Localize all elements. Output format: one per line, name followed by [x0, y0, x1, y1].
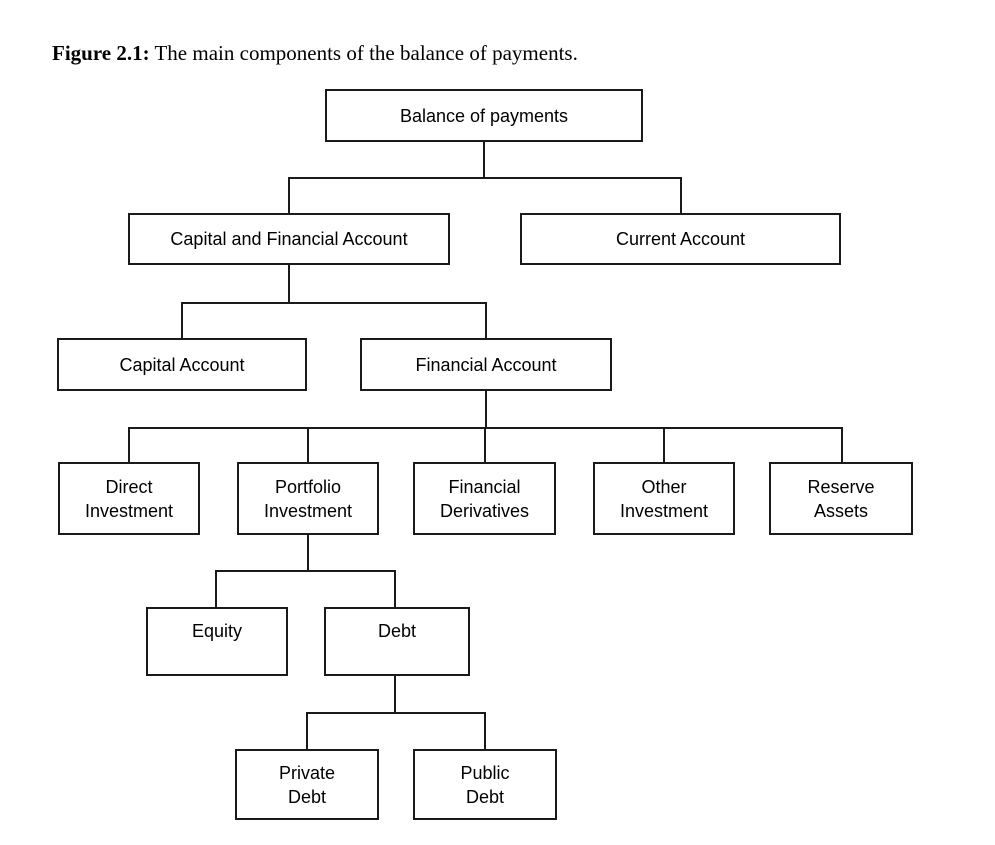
connector-line — [288, 264, 290, 304]
node-other-investment: Other Investment — [593, 462, 735, 535]
connector-line — [484, 427, 486, 463]
connector-line — [307, 534, 309, 572]
node-equity: Equity — [146, 607, 288, 676]
node-label: Capital and Financial Account — [170, 229, 408, 249]
node-label: Balance of payments — [399, 105, 569, 126]
node-label: Current Account — [615, 229, 746, 249]
node-label: Public Debt — [460, 762, 510, 807]
node-private-debt: Private Debt — [235, 749, 379, 820]
node-label: Other Investment — [619, 476, 709, 521]
node-label: Capital Account — [119, 354, 245, 375]
node-label: Equity — [191, 621, 243, 641]
node-label: Direct Investment — [84, 476, 174, 521]
connector-line — [680, 177, 682, 214]
node-financial-account: Financial Account — [360, 338, 612, 391]
connector-line — [128, 427, 130, 463]
connector-line — [394, 675, 396, 714]
node-label: Financial Derivatives — [439, 476, 530, 521]
connector-line — [663, 427, 665, 463]
connector-line — [394, 570, 396, 608]
node-current-account: Current Account — [520, 213, 841, 265]
node-direct-investment: Direct Investment — [58, 462, 200, 535]
node-capital-and-financial-account: Capital and Financial Account — [128, 213, 450, 265]
connector-line — [306, 712, 308, 750]
node-label: Portfolio Investment — [263, 476, 353, 521]
node-financial-derivatives: Financial Derivatives — [413, 462, 556, 535]
connector-line — [288, 177, 290, 214]
connector-line — [307, 427, 309, 463]
figure-caption-text: The main components of the balance of pa… — [154, 41, 578, 65]
node-reserve-assets: Reserve Assets — [769, 462, 913, 535]
connector-line — [485, 390, 487, 429]
figure-caption: Figure 2.1: The main components of the b… — [52, 41, 578, 66]
node-capital-account: Capital Account — [57, 338, 307, 391]
node-portfolio-investment: Portfolio Investment — [237, 462, 379, 535]
node-balance-of-payments: Balance of payments — [325, 89, 643, 142]
connector-line — [484, 712, 486, 750]
connector-line — [215, 570, 217, 608]
figure-number-label: Figure 2.1: — [52, 41, 150, 65]
connector-line — [485, 302, 487, 339]
connector-line — [181, 302, 183, 339]
connector-line — [181, 302, 487, 304]
node-label: Financial Account — [415, 354, 557, 375]
connector-line — [288, 177, 682, 179]
connector-line — [483, 141, 485, 179]
node-public-debt: Public Debt — [413, 749, 557, 820]
connector-line — [841, 427, 843, 463]
node-label: Reserve Assets — [807, 476, 875, 521]
connector-line — [215, 570, 396, 572]
node-label: Debt — [377, 621, 417, 641]
node-debt: Debt — [324, 607, 470, 676]
connector-line — [306, 712, 486, 714]
node-label: Private Debt — [278, 762, 336, 807]
